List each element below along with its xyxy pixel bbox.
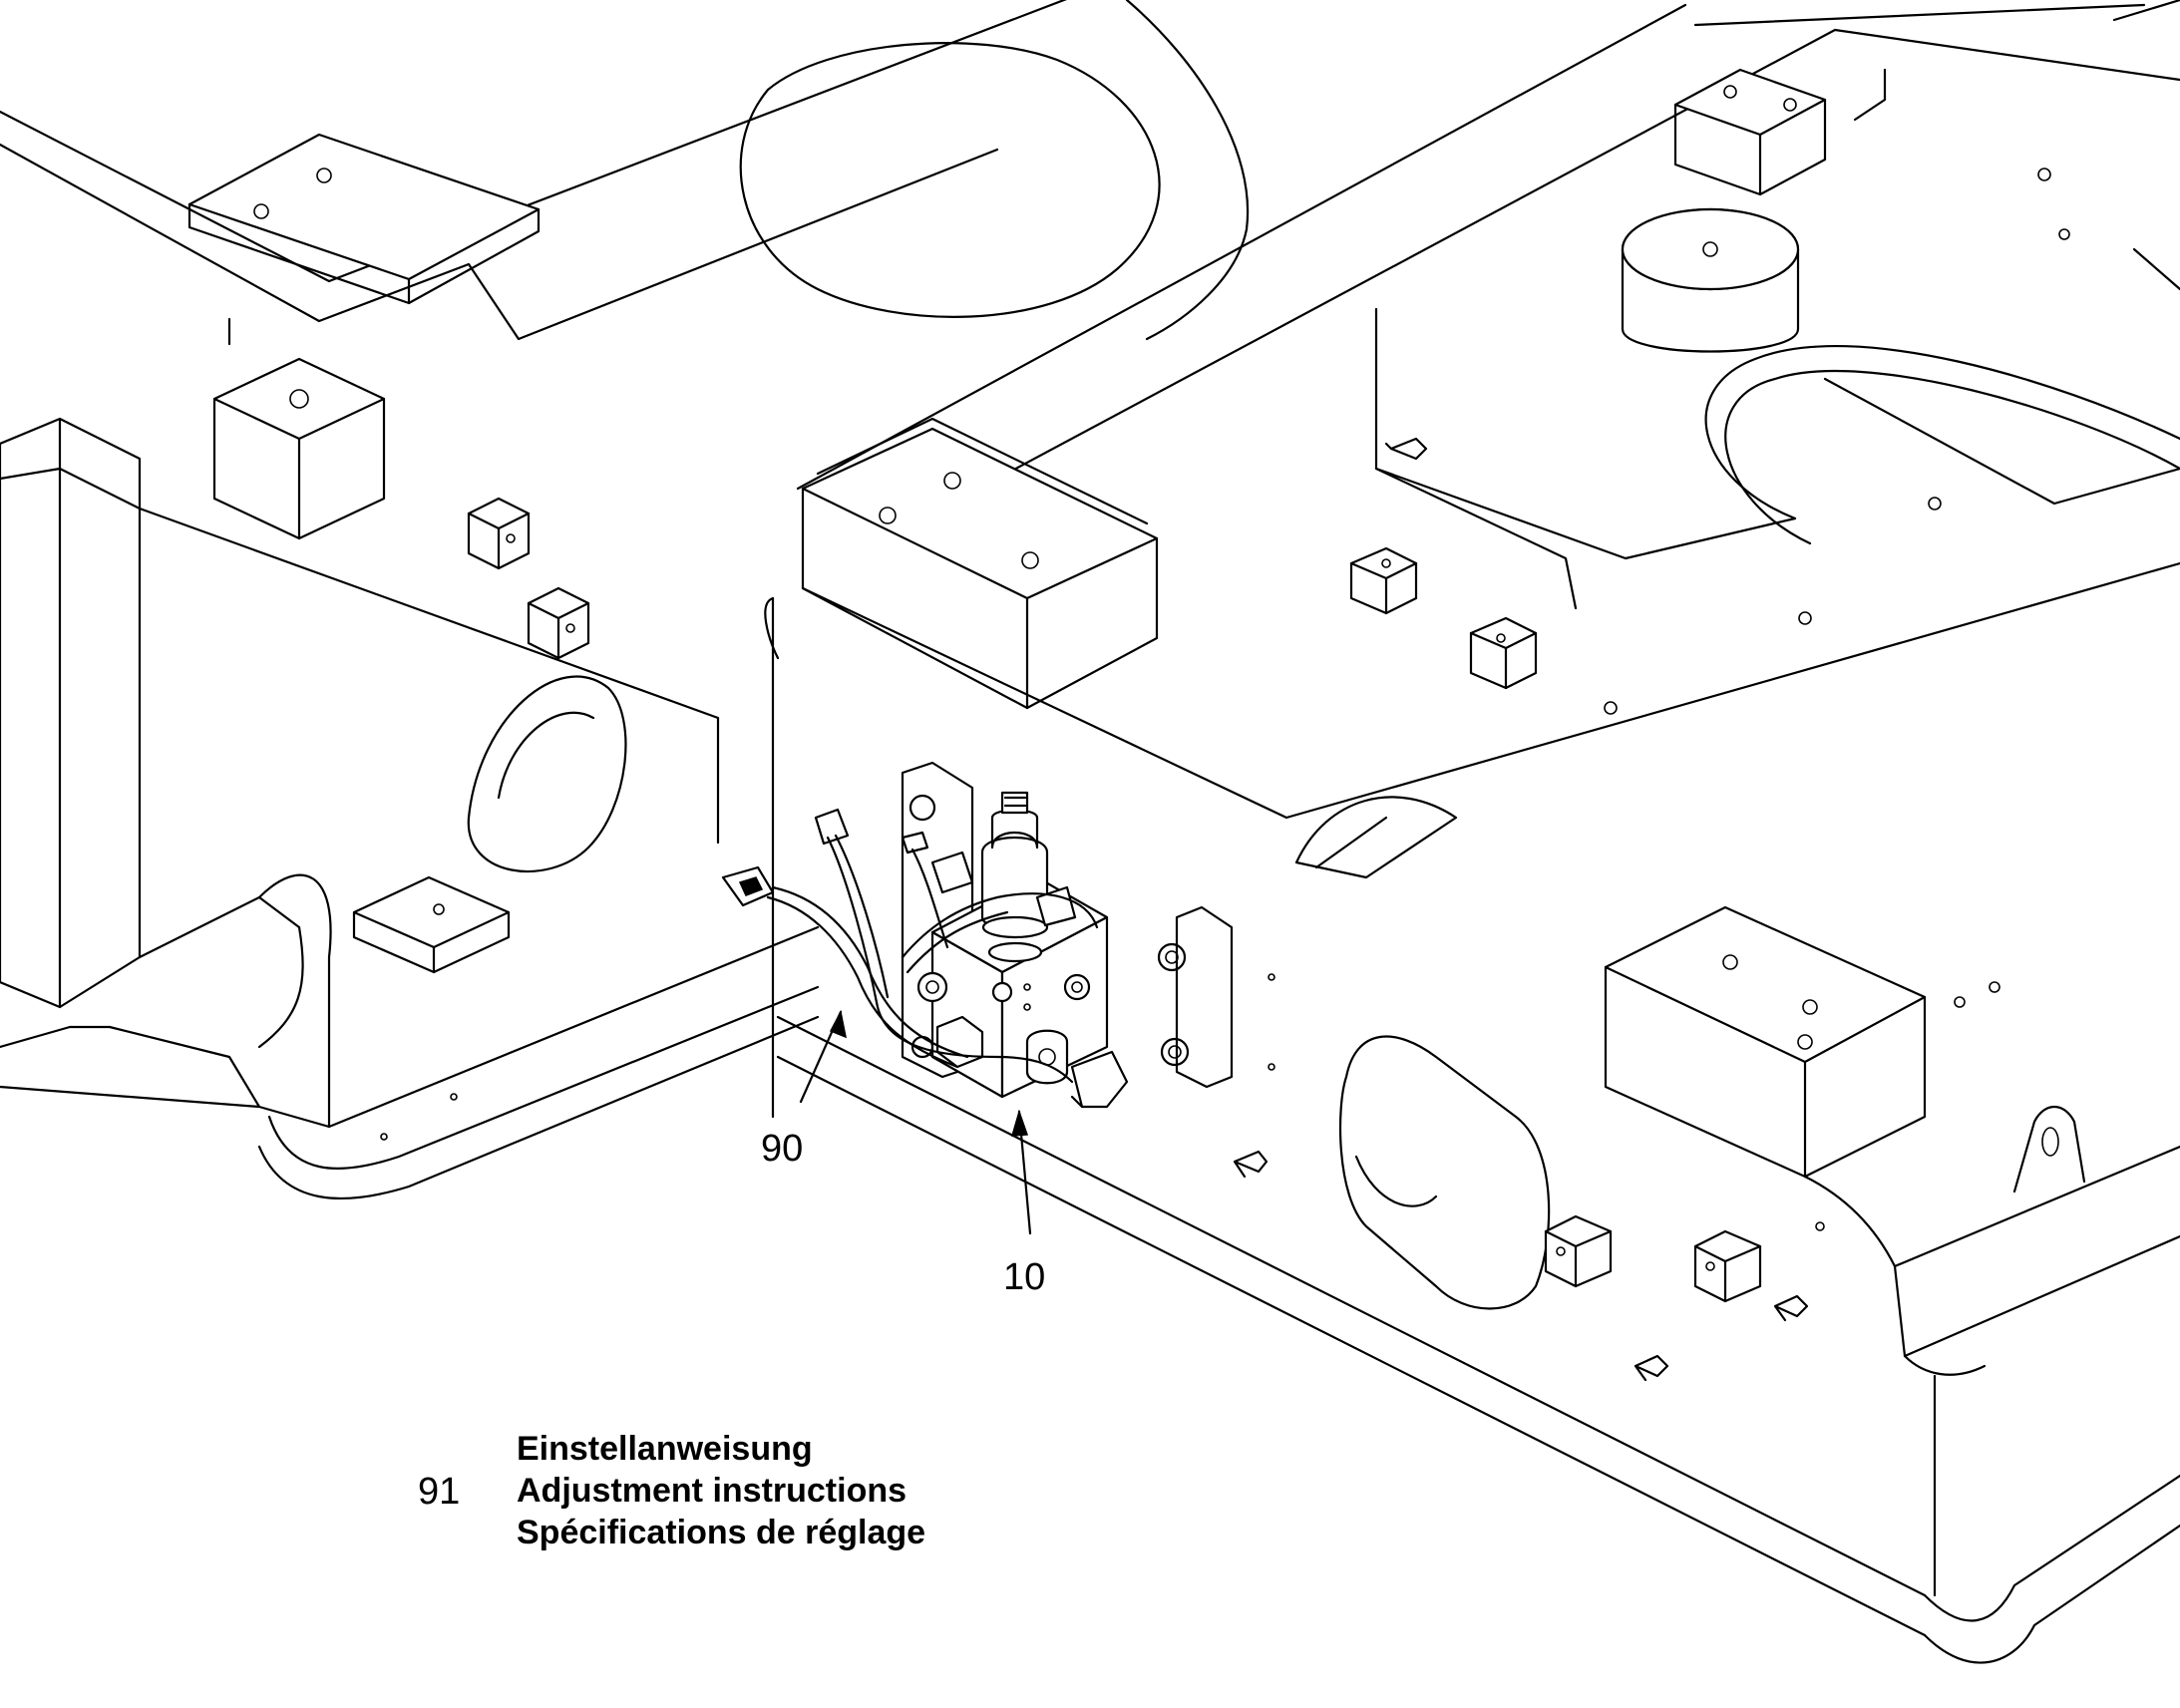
wiring-harness	[721, 808, 1099, 1084]
callout-90: 90	[761, 1128, 804, 1170]
note-line-en: Adjustment instructions	[517, 1472, 908, 1510]
note-item-number: 91	[418, 1471, 461, 1513]
leader-90	[799, 1009, 848, 1104]
left-frame-rail	[0, 0, 1250, 1200]
leader-10	[1010, 1109, 1032, 1235]
callout-10: 10	[1003, 1256, 1046, 1298]
note-line-fr: Spécifications de réglage	[517, 1514, 926, 1551]
main-front-beam	[764, 417, 2180, 1664]
right-upper-frame	[796, 0, 2180, 715]
note-line-de: Einstellanweisung	[517, 1430, 813, 1468]
